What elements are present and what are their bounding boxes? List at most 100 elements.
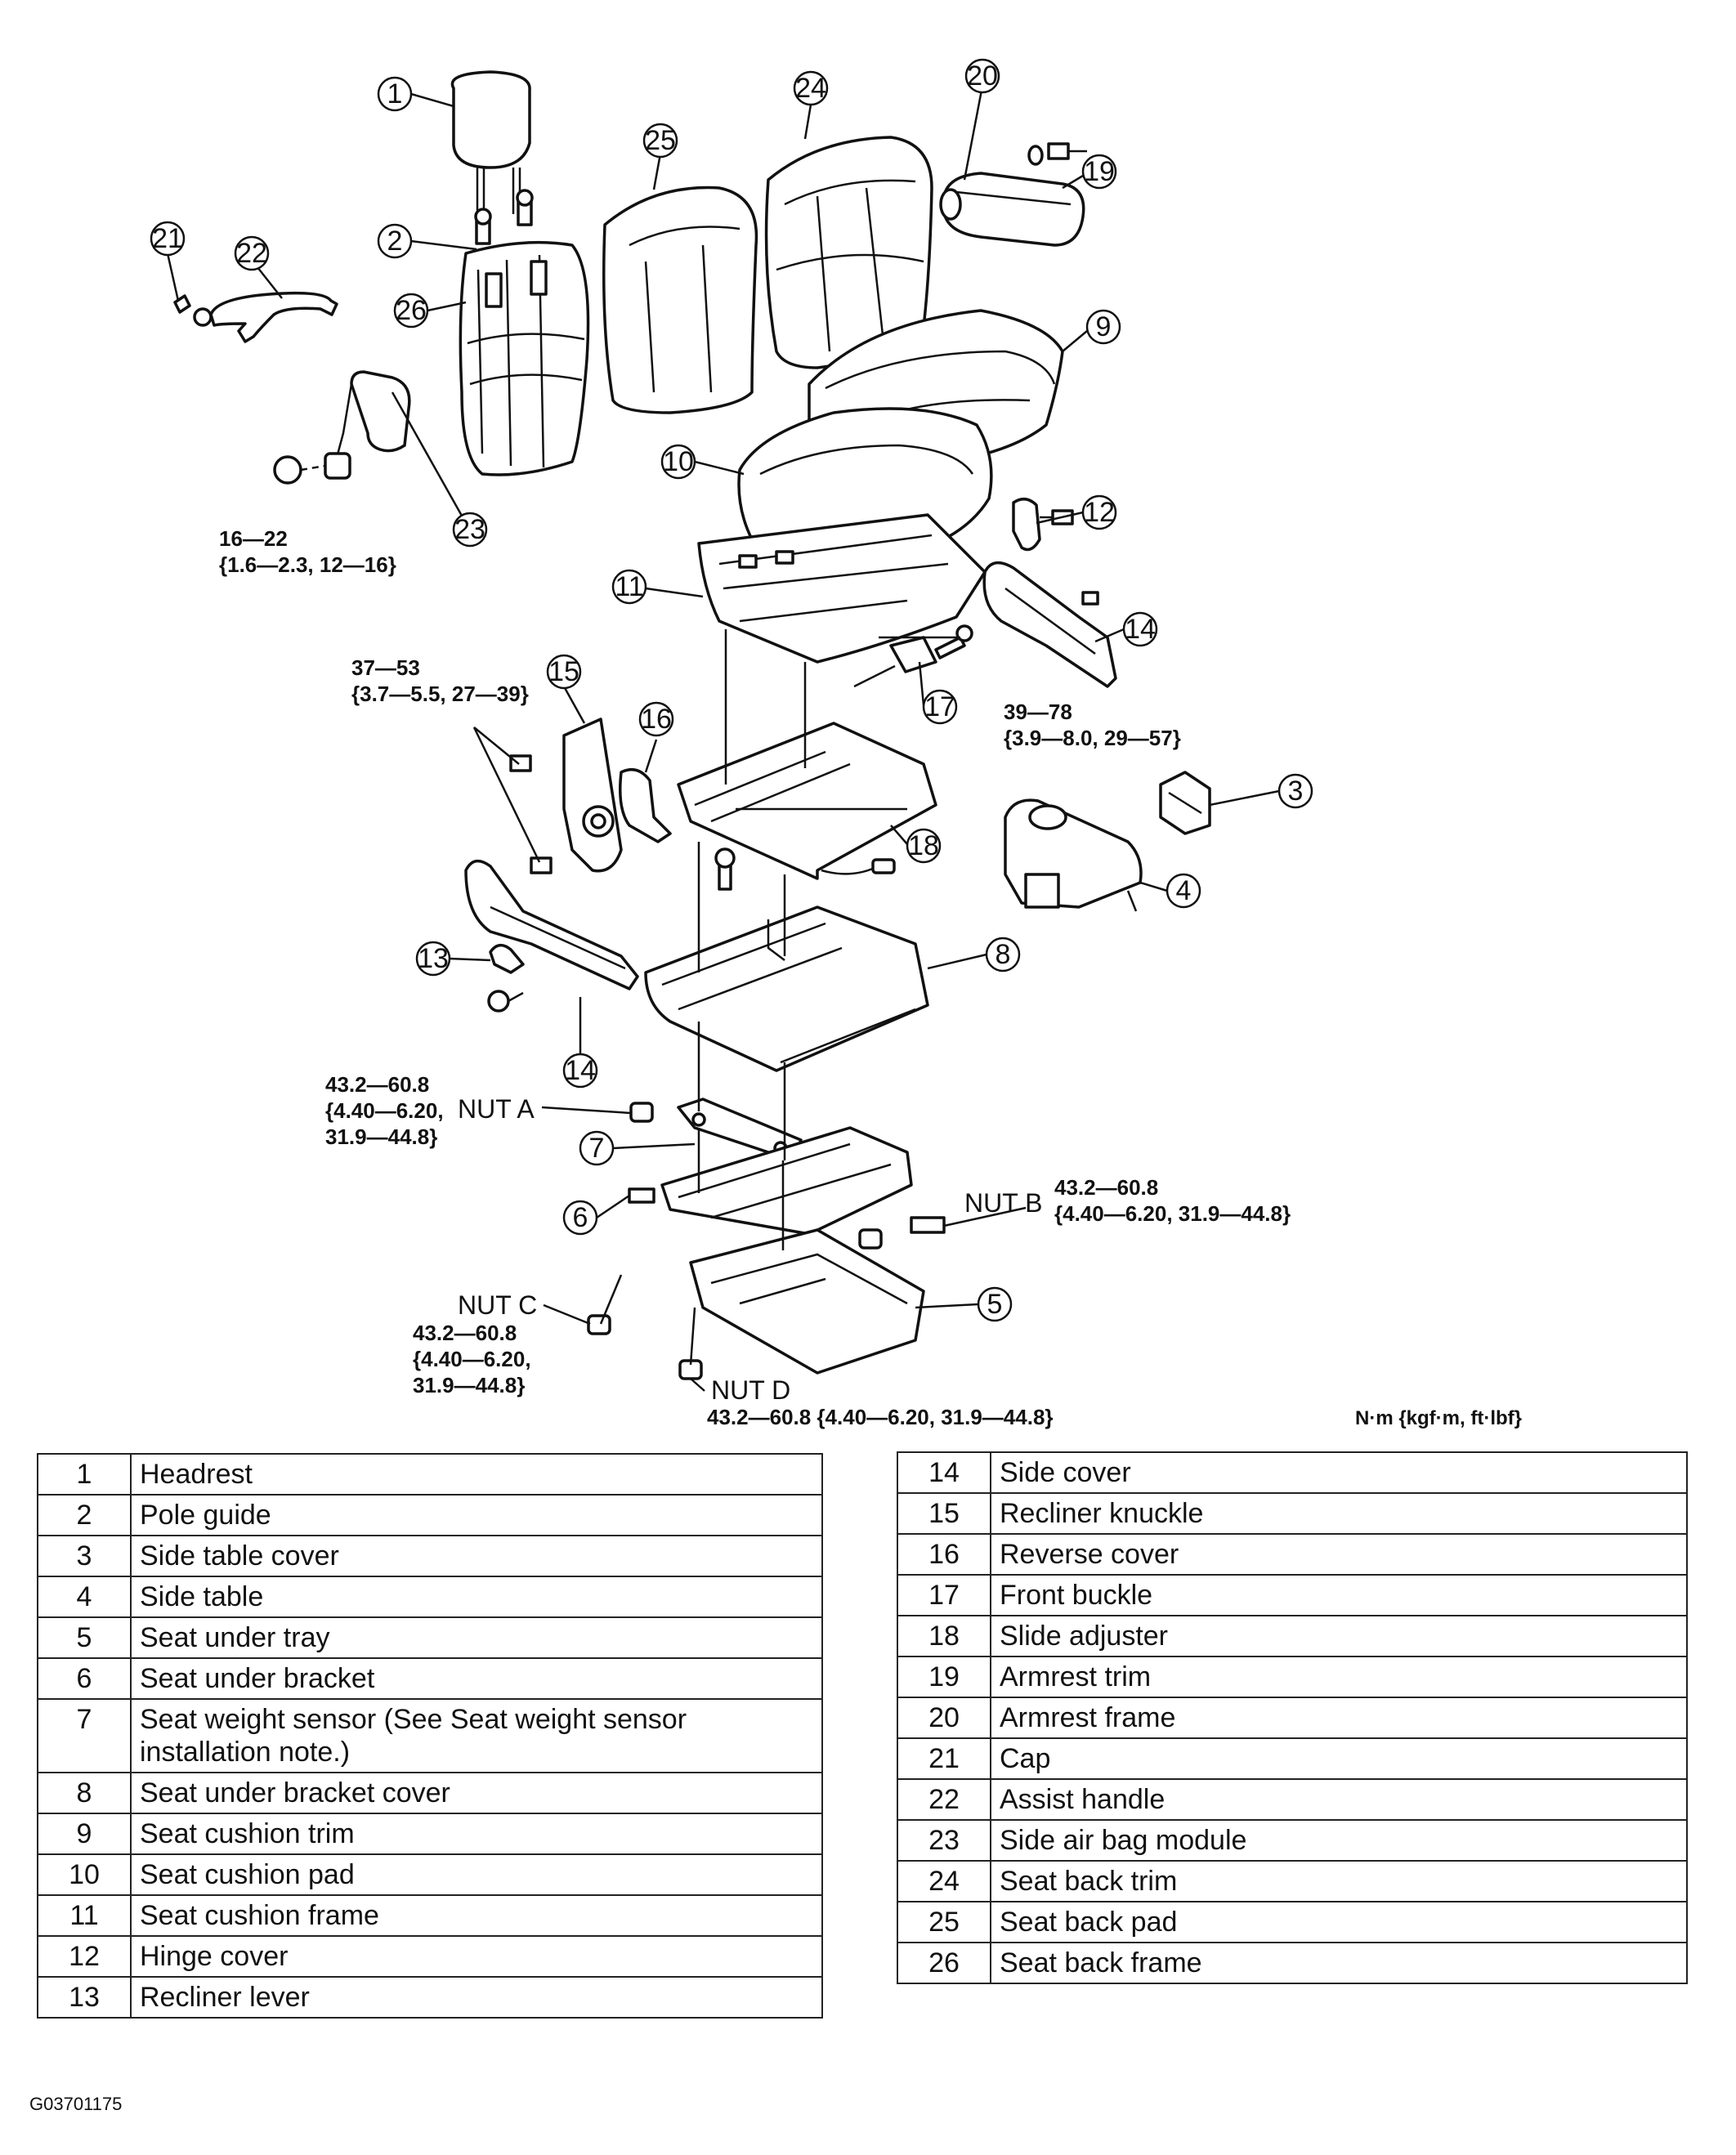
front-buckle <box>853 624 973 688</box>
legend-number: 11 <box>37 1894 132 1937</box>
legend-part-name: Armrest trim <box>990 1656 1688 1698</box>
legend-part-name: Slide adjuster <box>990 1615 1688 1657</box>
pole-guides <box>474 189 534 245</box>
callout-20: 20 <box>964 58 1000 94</box>
callout-7: 7 <box>579 1130 615 1166</box>
slide-adjuster <box>677 722 937 891</box>
torque-15-line1: 37—53 <box>351 655 420 680</box>
legend-part-name: Side air bag module <box>990 1819 1688 1862</box>
callout-6: 6 <box>562 1200 598 1236</box>
legend-part-name: Seat under bracket cover <box>130 1772 823 1814</box>
callout-12: 12 <box>1081 494 1117 530</box>
legend-number: 16 <box>897 1533 991 1576</box>
svg-text:24: 24 <box>795 73 826 104</box>
legend-part-name: Seat cushion frame <box>130 1894 823 1937</box>
legend-part-name: Seat back frame <box>990 1942 1688 1984</box>
seat-cushion-frame <box>697 513 987 664</box>
legend-part-name: Reverse cover <box>990 1533 1688 1576</box>
nut-c-label: NUT C <box>458 1290 537 1320</box>
legend-number: 8 <box>37 1772 132 1814</box>
legend-number: 23 <box>897 1819 991 1862</box>
svg-text:22: 22 <box>236 238 267 269</box>
legend-part-name: Seat back pad <box>990 1901 1688 1943</box>
legend-part-name: Headrest <box>130 1453 823 1496</box>
callout-15: 15 <box>546 654 582 690</box>
svg-text:5: 5 <box>987 1289 1003 1320</box>
callout-23: 23 <box>452 512 488 548</box>
legend-number: 13 <box>37 1976 132 2019</box>
legend-number: 15 <box>897 1492 991 1535</box>
legend-number: 17 <box>897 1574 991 1616</box>
callout-22: 22 <box>234 235 270 271</box>
torque-nut-b-line2: {4.40—6.20, 31.9—44.8} <box>1054 1201 1291 1226</box>
torque-17-line1: 39—78 <box>1004 700 1072 724</box>
recliner-knuckle <box>509 718 623 874</box>
torque-17-line2: {3.9—8.0, 29—57} <box>1004 726 1181 750</box>
svg-text:11: 11 <box>615 571 643 602</box>
torque-nut-c-line1: 43.2—60.8 <box>413 1321 517 1345</box>
legend-part-name: Seat weight sensor (See Seat weight sens… <box>130 1698 823 1773</box>
seat-under-bracket <box>628 1126 946 1236</box>
seat-back-pad <box>602 186 758 414</box>
svg-text:18: 18 <box>908 830 939 861</box>
legend-number: 7 <box>37 1698 132 1773</box>
side-table <box>1004 798 1143 912</box>
legend-part-name: Seat cushion pad <box>130 1853 823 1896</box>
callout-11: 11 <box>611 569 647 605</box>
exploded-seat-diagram: 1 2 3 4 5 6 7 8 9 10 11 12 13 14 14 15 1… <box>150 58 1522 1429</box>
assist-handle <box>173 291 338 343</box>
torque-nut-c-line2: {4.40—6.20, <box>413 1347 531 1371</box>
callout-1: 1 <box>377 76 413 112</box>
legend-number: 3 <box>37 1535 132 1577</box>
legend-part-name: Armrest frame <box>990 1697 1688 1739</box>
callout-10: 10 <box>660 444 696 480</box>
legend-part-name: Seat cushion trim <box>130 1813 823 1855</box>
side-cover-right <box>982 561 1117 688</box>
svg-text:2: 2 <box>387 226 403 257</box>
legend-number: 20 <box>897 1697 991 1739</box>
callout-16: 16 <box>638 701 674 737</box>
legend-number: 4 <box>37 1576 132 1618</box>
legend-part-name: Recliner knuckle <box>990 1492 1688 1535</box>
side-cover-left <box>464 859 639 1013</box>
legend-number: 5 <box>37 1616 132 1659</box>
legend-number: 21 <box>897 1737 991 1780</box>
legend-part-name: Recliner lever <box>130 1976 823 2019</box>
callout-14b: 14 <box>1122 611 1158 647</box>
legend-number: 9 <box>37 1813 132 1855</box>
seat-back-frame <box>459 240 590 476</box>
legend-part-name: Cap <box>990 1737 1688 1780</box>
legend-part-name: Side cover <box>990 1451 1688 1494</box>
legend-number: 22 <box>897 1778 991 1821</box>
svg-text:14: 14 <box>1125 614 1156 645</box>
svg-text:8: 8 <box>996 939 1011 970</box>
svg-text:1: 1 <box>387 78 403 110</box>
svg-text:9: 9 <box>1096 311 1112 342</box>
legend-number: 24 <box>897 1860 991 1902</box>
svg-text:14: 14 <box>565 1055 596 1086</box>
legend-part-name: Hinge cover <box>130 1935 823 1978</box>
callout-24: 24 <box>793 70 829 106</box>
legend-number: 18 <box>897 1615 991 1657</box>
nut-d-label: NUT D <box>711 1375 790 1405</box>
legend-number: 10 <box>37 1853 132 1896</box>
callout-17: 17 <box>922 689 958 725</box>
callout-3: 3 <box>1277 773 1313 809</box>
side-air-bag-module <box>273 370 411 485</box>
seat-under-tray <box>689 1228 925 1375</box>
torque-nut-a-line3: 31.9—44.8} <box>325 1124 437 1149</box>
